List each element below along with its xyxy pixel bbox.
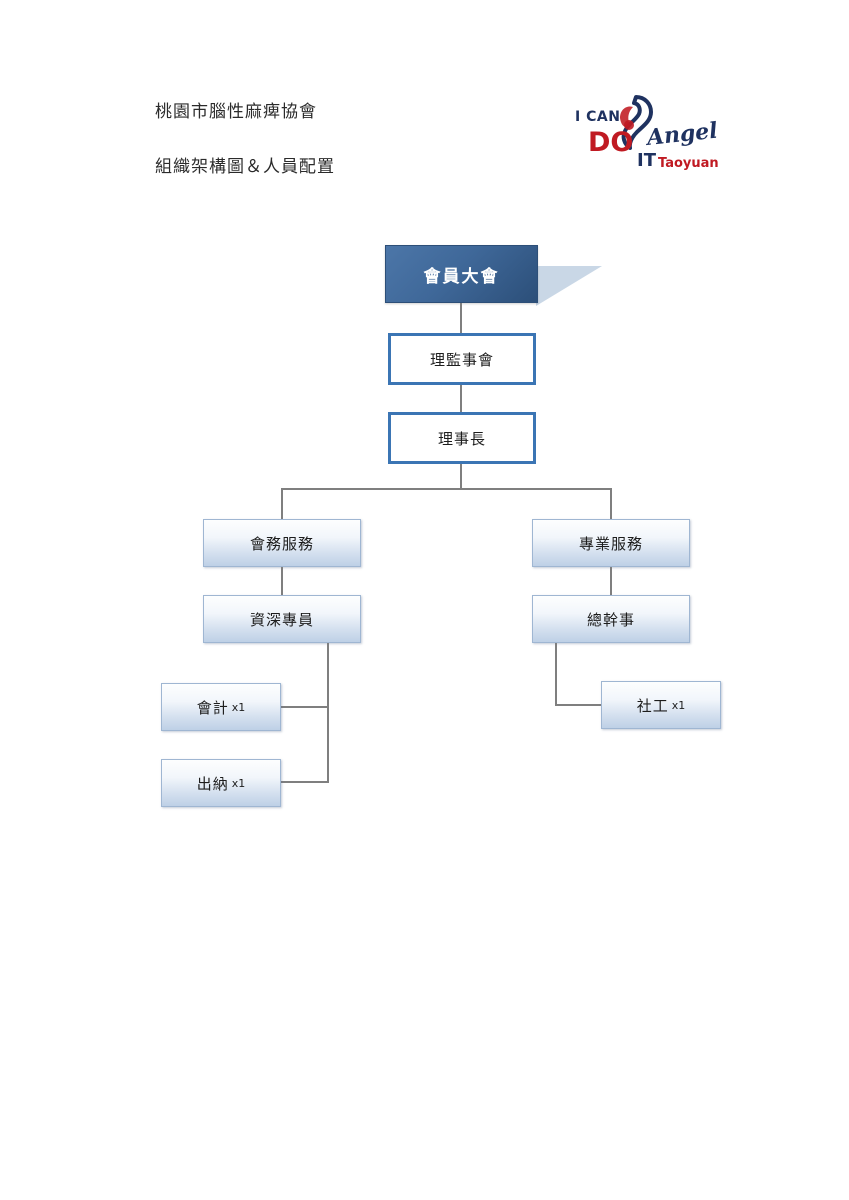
organization-logo: I CAN DO Angel IT Taoyuan [566, 88, 731, 180]
node-cashier[interactable]: 出納 x1 [161, 759, 281, 807]
logo-text-do: DO [588, 127, 634, 158]
connector-to-admin-services [281, 488, 283, 519]
node-count: x1 [231, 776, 246, 790]
logo-text-it: IT [637, 150, 656, 171]
node-board-of-directors[interactable]: 理監事會 [388, 333, 536, 385]
node-count: x1 [231, 700, 246, 714]
node-count: x1 [671, 698, 686, 712]
node-admin-services[interactable]: 會務服務 [203, 519, 361, 567]
node-social-worker[interactable]: 社工 x1 [601, 681, 721, 729]
angel-ribbon-icon [620, 95, 653, 150]
connector-to-professional-services [610, 488, 612, 519]
connector-assembly-to-board [460, 303, 462, 333]
connector-specialist-trunk [327, 643, 329, 783]
node-label: 資深專員 [249, 610, 314, 629]
node-label: 會員大會 [423, 266, 500, 287]
node-label: 理事長 [437, 429, 486, 448]
node-label: 會計 [196, 698, 229, 717]
node-senior-specialist[interactable]: 資深專員 [203, 595, 361, 643]
node-label: 專業服務 [578, 534, 643, 553]
node-label: 出納 [196, 774, 229, 793]
connector-admin-to-senior-specialist [281, 567, 283, 595]
logo-text-taoyuan: Taoyuan [658, 156, 719, 171]
connector-secretary-trunk [555, 643, 557, 706]
logo-text-ican: I CAN [575, 109, 621, 125]
ribbon-tail-shape [536, 266, 602, 306]
node-members-assembly[interactable]: 會員大會 [385, 245, 538, 303]
node-accountant[interactable]: 會計 x1 [161, 683, 281, 731]
connector-specialist-to-accountant [281, 706, 329, 708]
page-title: 桃園市腦性麻痺協會 [155, 102, 317, 122]
connector-secretary-to-social-worker [555, 704, 602, 706]
connector-professional-to-secretary [610, 567, 612, 595]
connector-board-to-chairman [460, 385, 462, 412]
node-professional-services[interactable]: 專業服務 [532, 519, 690, 567]
node-general-secretary[interactable]: 總幹事 [532, 595, 690, 643]
connector-specialist-to-cashier [281, 781, 329, 783]
page-subtitle: 組織架構圖＆人員配置 [155, 157, 335, 177]
node-label: 總幹事 [586, 610, 635, 629]
node-label: 社工 [636, 696, 669, 715]
node-chairman[interactable]: 理事長 [388, 412, 536, 464]
node-label: 會務服務 [249, 534, 314, 553]
node-label: 理監事會 [429, 350, 494, 369]
connector-chairman-stem [460, 464, 462, 489]
connector-chairman-crossbar [281, 488, 612, 490]
